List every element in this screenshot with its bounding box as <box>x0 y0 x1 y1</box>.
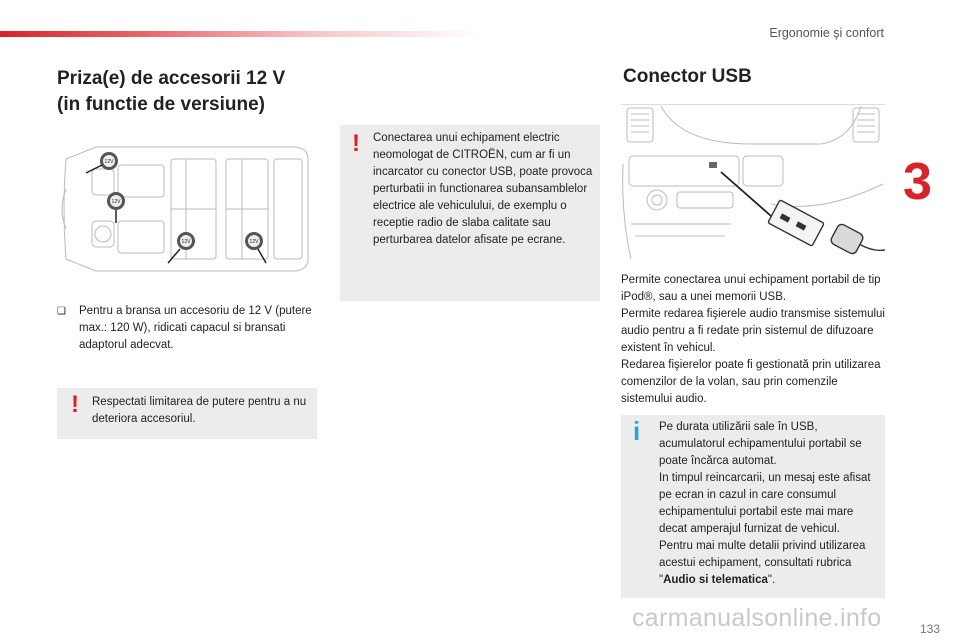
warning-box-power-limit: ! Respectati limitarea de putere pentru … <box>57 388 317 439</box>
info-line-3-prefix: Pentru mai multe detalii privind utiliza… <box>659 540 866 586</box>
usb-plug-icon <box>767 199 885 255</box>
info-line-3: Pentru mai multe detalii privind utiliza… <box>659 538 881 589</box>
header-accent-bar <box>0 31 480 37</box>
warning-icon: ! <box>352 130 360 157</box>
page-number: 133 <box>919 622 940 636</box>
socket-label: 12V <box>112 199 122 205</box>
usb-connector-illustration <box>621 104 885 260</box>
info-line-3-suffix: ". <box>767 574 776 586</box>
socket-icon-middle: 12V <box>107 192 125 223</box>
title-line-2: (in functie de versiune) <box>57 94 265 115</box>
title-line-1: Priza(e) de accesorii 12 V <box>57 68 286 89</box>
chapter-number: 3 <box>903 153 932 211</box>
section-title: Ergonomie şi confort <box>769 26 884 40</box>
socket-icon-front: 12V <box>85 152 118 174</box>
socket-icon-rear-2: 12V <box>245 232 267 264</box>
info-line-1: Pe durata utilizării sale în USB, acumul… <box>659 421 862 467</box>
usb-paragraph-2: Permite redarea fişierele audio transmis… <box>621 308 885 354</box>
info-icon: i <box>633 416 641 446</box>
page-title-usb-connector: Conector USB <box>623 66 752 87</box>
instruction-text: Pentru a bransa un accesoriu de 12 V (pu… <box>79 305 312 351</box>
socket-label: 12V <box>250 239 260 245</box>
socket-label: 12V <box>105 159 115 165</box>
warning-text: Respectati limitarea de putere pentru a … <box>92 396 307 425</box>
info-box-usb-charging: i Pe durata utilizării sale în USB, acum… <box>621 415 885 598</box>
info-text: Pe durata utilizării sale în USB, acumul… <box>659 419 881 589</box>
info-line-2: In timpul reincarcarii, un mesaj este af… <box>659 472 871 535</box>
usb-paragraph-3: Redarea fişierelor poate fi gestionată p… <box>621 359 881 405</box>
pointer-line <box>720 171 772 217</box>
usb-port <box>709 162 717 168</box>
warning-icon: ! <box>71 391 79 418</box>
audio-telematics-reference: Audio si telematica <box>663 574 768 586</box>
socket-instruction: ❑ Pentru a bransa un accesoriu de 12 V (… <box>57 303 312 354</box>
bullet-marker: ❑ <box>57 306 66 317</box>
usb-paragraph-1: Permite conectarea unui echipament porta… <box>621 274 881 303</box>
watermark: carmanualsonline.info <box>632 604 882 632</box>
warning-box-non-approved-equipment: ! Conectarea unui echipament electric ne… <box>340 125 600 301</box>
usb-description: Permite conectarea unui echipament porta… <box>621 272 887 408</box>
socket-label: 12V <box>182 239 192 245</box>
page-title-accessory-socket: Priza(e) de accesorii 12 V (in functie d… <box>57 66 327 118</box>
socket-icon-rear-1: 12V <box>167 232 195 264</box>
warning-text: Conectarea unui echipament electric neom… <box>373 132 593 246</box>
vehicle-top-view-illustration: 12V 12V 12V 12V <box>61 146 309 272</box>
